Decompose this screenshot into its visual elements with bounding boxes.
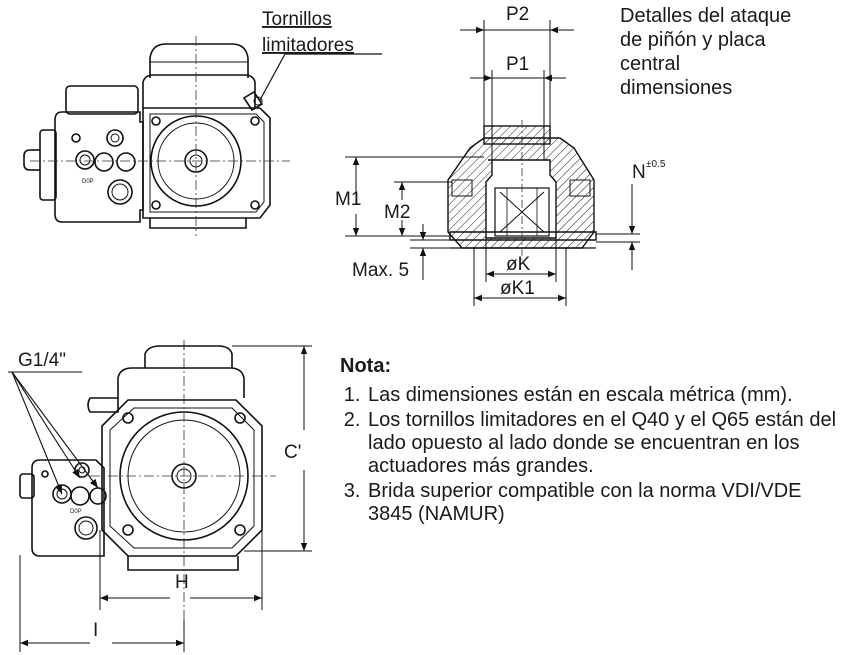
notes-section: Nota: Las dimensiones están en escala mé… (340, 355, 840, 528)
notes-title: Nota: (340, 355, 392, 377)
label-g14: G1/4" (18, 350, 66, 371)
actuator-front-view-bottom (19, 344, 263, 571)
dim-m2 (394, 181, 452, 236)
details-line-1: Detalles del ataque (620, 5, 792, 27)
g14-leader (8, 371, 99, 495)
label-h: H (175, 572, 189, 593)
dim-m1 (345, 156, 484, 237)
dim-max5 (410, 224, 450, 280)
dim-c-prime (232, 345, 312, 552)
label-n: N (632, 162, 646, 183)
note-item-1: Las dimensiones están en escala métrica … (366, 384, 840, 407)
dim-h (99, 530, 263, 610)
label-max5: Max. 5 (352, 260, 409, 281)
dim-k (485, 238, 557, 282)
label-limit-screws-line2: limitadores (262, 35, 354, 56)
limit-screws-leader (259, 53, 382, 101)
center-lines-top (30, 36, 290, 236)
actuator-side-view-top (23, 43, 271, 229)
label-screw-code-top: D0P (82, 179, 94, 185)
dim-i (19, 555, 185, 652)
details-line-4: dimensiones (620, 77, 733, 99)
label-c-prime: C' (284, 442, 301, 463)
dim-k1 (473, 248, 567, 306)
label-p1: P1 (506, 54, 529, 75)
note-item-3: Brida superior compatible con la norma V… (366, 480, 840, 526)
dim-p1 (470, 70, 566, 160)
dim-n (596, 184, 640, 270)
label-limit-screws-line1: Tornillos (262, 9, 332, 30)
label-p2: P2 (506, 4, 529, 25)
notes-list: Las dimensiones están en escala métrica … (340, 384, 840, 526)
label-m1: M1 (335, 189, 361, 210)
label-m2: M2 (384, 202, 410, 223)
label-n-tolerance: ±0.5 (646, 159, 666, 170)
pinion-section (447, 125, 597, 249)
details-line-2: de piñón y placa (620, 29, 766, 51)
details-caption: Detalles del ataque de piñón y placa cen… (620, 4, 845, 100)
details-line-3: central (620, 53, 681, 75)
label-k: øK (506, 254, 531, 275)
label-k1: øK1 (500, 278, 535, 299)
center-lines-bottom (90, 340, 276, 620)
label-i: I (93, 620, 98, 641)
dim-p2 (460, 20, 574, 126)
note-item-2: Los tornillos limitadores en el Q40 y el… (366, 409, 840, 478)
label-screw-code-bottom: D0P (70, 509, 82, 515)
